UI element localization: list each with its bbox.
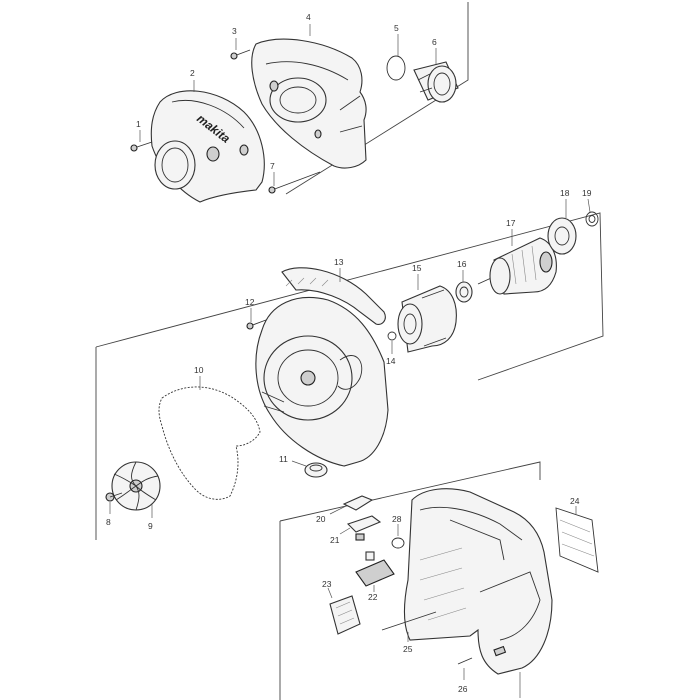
callout-26: 26	[458, 668, 468, 694]
screw-part-8	[105, 492, 123, 502]
washer-part	[585, 211, 599, 227]
callout-11: 11	[279, 454, 307, 467]
callout-13: 13	[334, 257, 344, 282]
screw-part-1	[130, 141, 153, 152]
callout-label: 3	[232, 26, 237, 36]
callout-24: 24	[570, 496, 580, 514]
callout-22: 22	[368, 585, 378, 602]
callout-label: 26	[458, 684, 468, 694]
callout-label: 13	[334, 257, 344, 267]
callout-label: 4	[306, 12, 311, 22]
end-cap-part	[547, 217, 577, 255]
callout-label: 5	[394, 23, 399, 33]
cap-part-11	[304, 462, 328, 478]
callout-label: 28	[392, 514, 402, 524]
callout-label: 20	[316, 514, 326, 524]
callout-10: 10	[194, 365, 204, 390]
callout-label: 19	[582, 188, 592, 198]
small-ring-part-14	[387, 331, 397, 341]
label-plate-part	[555, 507, 599, 573]
callout-7: 7	[270, 161, 275, 186]
callout-label: 12	[245, 297, 255, 307]
callout-label: 14	[386, 356, 396, 366]
callout-18: 18	[560, 188, 570, 218]
callout-label: 15	[412, 263, 422, 273]
callout-17: 17	[506, 218, 516, 246]
callout-14: 14	[386, 341, 396, 366]
callout-20: 20	[316, 505, 347, 524]
callout-label: 6	[432, 37, 437, 47]
callout-6: 6	[432, 37, 437, 64]
motor-part	[477, 237, 557, 295]
callout-label: 2	[190, 68, 195, 78]
callout-4: 4	[306, 12, 311, 36]
callout-3: 3	[232, 26, 237, 50]
rear-body-housing-part	[403, 488, 553, 675]
pin-part-26	[457, 657, 473, 665]
callout-label: 10	[194, 365, 204, 375]
gasket-part	[158, 386, 261, 500]
callout-label: 1	[136, 119, 141, 129]
callout-label: 18	[560, 188, 570, 198]
callout-label: 23	[322, 579, 332, 589]
screw-part-3	[230, 49, 251, 60]
controller-board-part	[329, 595, 361, 635]
screw-part-12	[246, 319, 267, 330]
callout-8: 8	[106, 502, 111, 527]
callout-label: 11	[279, 454, 288, 464]
front-housing-part: makita	[150, 90, 265, 203]
callout-21: 21	[330, 527, 351, 545]
callout-label: 8	[106, 517, 111, 527]
nozzle-adapter-part	[413, 61, 459, 103]
callout-9: 9	[148, 504, 153, 531]
bearing-part	[455, 281, 473, 303]
callout-12: 12	[245, 297, 255, 322]
rear-housing-part	[251, 38, 367, 169]
callout-label: 25	[403, 644, 413, 654]
callout-5: 5	[394, 23, 399, 56]
ring-part-28	[391, 537, 405, 549]
motor-bracket-part	[397, 285, 457, 353]
callout-25: 25	[403, 632, 413, 654]
callout-15: 15	[412, 263, 422, 290]
fan-housing-handle-part	[255, 267, 389, 467]
callout-28: 28	[392, 514, 402, 536]
o-ring-part	[386, 55, 406, 81]
section-frame-middle	[95, 212, 604, 540]
callout-label: 16	[457, 259, 467, 269]
callout-label: 7	[270, 161, 275, 171]
pin-part-25	[381, 611, 437, 631]
callout-16: 16	[457, 259, 467, 282]
switch-cover-part	[342, 495, 374, 511]
long-screw-part-7	[268, 171, 321, 194]
callout-19: 19	[582, 188, 592, 213]
callout-label: 21	[330, 535, 340, 545]
callout-label: 22	[368, 592, 378, 602]
callout-label: 17	[506, 218, 516, 228]
callout-2: 2	[190, 68, 195, 92]
fan-impeller-part	[111, 461, 161, 511]
callout-23: 23	[322, 579, 333, 599]
callout-label: 9	[148, 521, 153, 531]
callout-1: 1	[136, 119, 141, 142]
switch-lever-part	[346, 515, 382, 541]
switch-part	[355, 551, 395, 587]
callout-label: 24	[570, 496, 580, 506]
